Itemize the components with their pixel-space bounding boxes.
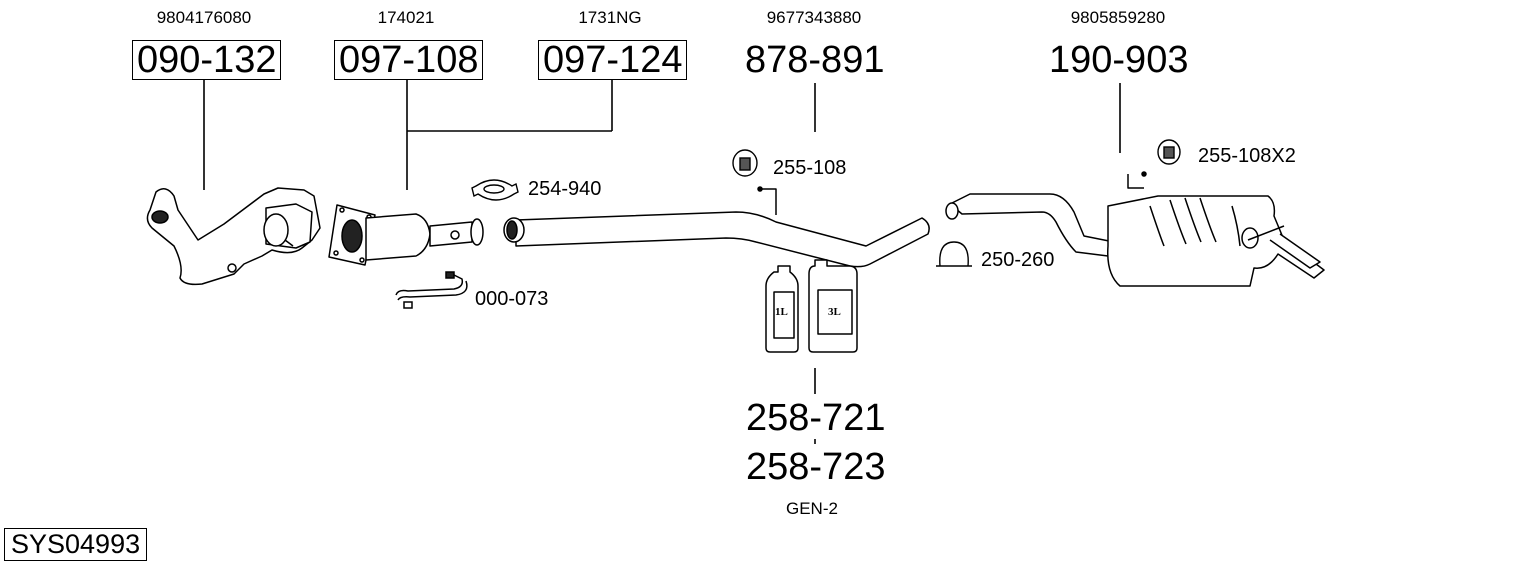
rubber-mount-255-108-drawing [732,149,758,177]
part-number-097-108[interactable]: 097-108 [334,40,484,80]
fluid-part-number-1[interactable]: 258-721 [746,397,886,439]
particulate-filter-drawing [328,204,484,266]
fluid-bottles-drawing [765,259,858,353]
oem-number: 9805859280 [1070,8,1166,27]
middle-pipe-drawing [503,186,930,268]
bottle-large-label: 3L [828,306,841,318]
part-number-090-132[interactable]: 090-132 [132,40,282,80]
fluid-part-number-2[interactable]: 258-723 [746,446,886,488]
part-number-190-903[interactable]: 190-903 [1049,39,1189,81]
rear-silencer-drawing [945,171,1325,287]
sensor-pipe-drawing [395,271,468,309]
accessory-255-108[interactable]: 255-108 [773,157,847,179]
catalytic-converter-front-drawing [146,187,321,286]
fluid-label: GEN-2 [786,499,838,518]
clamp-254-940-drawing [471,179,519,201]
part-number-878-891[interactable]: 878-891 [745,39,885,81]
u-clamp-250-260-drawing [936,241,972,267]
bottle-small-label: 1L [775,306,788,318]
oem-number: 9677343880 [766,8,862,27]
system-code: SYS04993 [4,528,148,561]
accessory-255-108x2[interactable]: 255-108X2 [1198,145,1296,167]
part-number-097-124[interactable]: 097-124 [538,40,688,80]
accessory-000-073[interactable]: 000-073 [475,288,549,310]
oem-number: 174021 [377,8,435,27]
accessory-250-260[interactable]: 250-260 [981,249,1055,271]
oem-number: 9804176080 [156,8,252,27]
accessory-254-940[interactable]: 254-940 [528,178,602,200]
oem-number: 1731NG [578,8,642,27]
rubber-mount-255-108x2-drawing [1157,139,1181,165]
